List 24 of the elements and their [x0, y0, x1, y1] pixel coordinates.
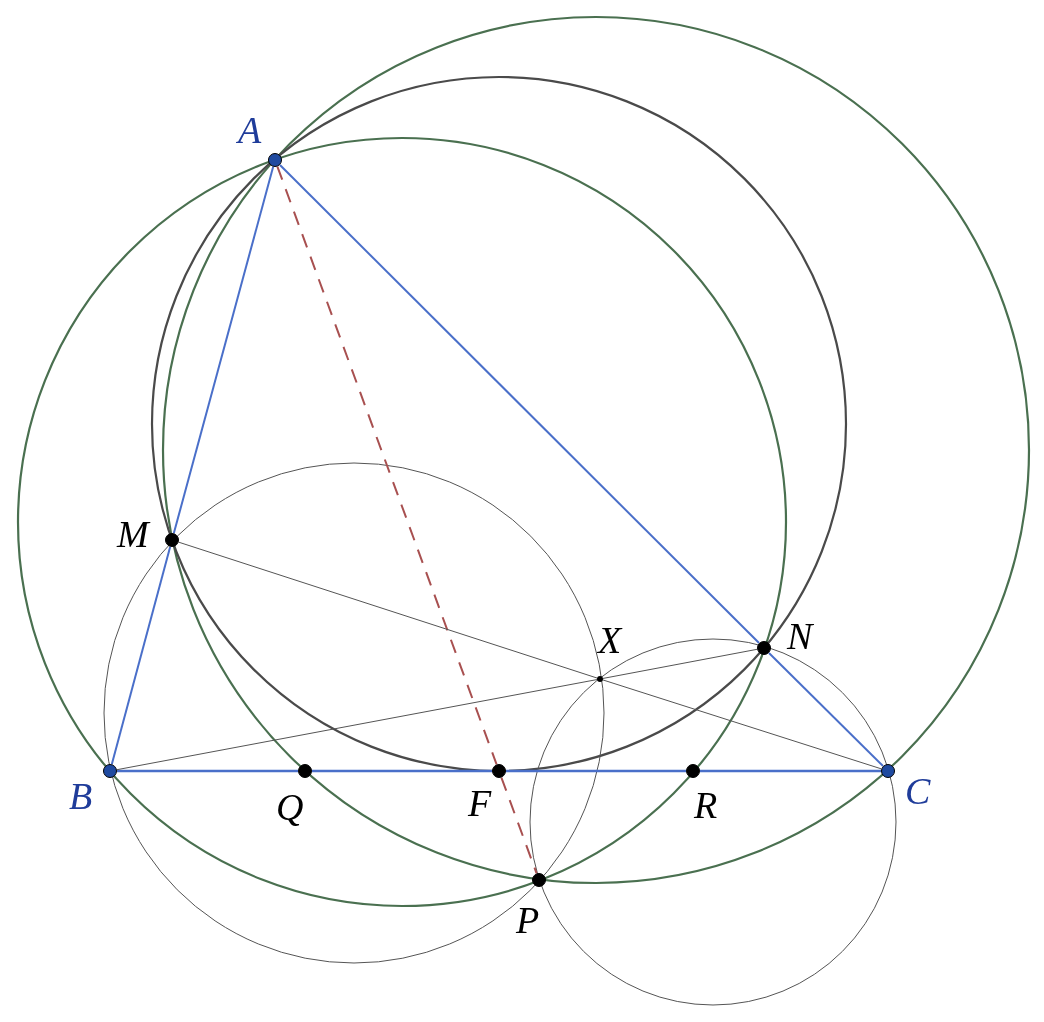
point-label: X [598, 621, 622, 659]
line-segment [312, 769, 492, 773]
line-segment [602, 679, 882, 770]
line-segment [110, 545, 172, 766]
point-label: M [117, 515, 149, 553]
dashed-line [500, 776, 538, 875]
line-segment [506, 769, 686, 773]
point-label: F [468, 784, 492, 822]
line-segment [178, 541, 598, 679]
point-label: N [787, 617, 813, 655]
point-label: A [238, 111, 262, 149]
point-label: R [694, 786, 718, 824]
line-segment [278, 163, 761, 645]
line-segment [767, 651, 885, 768]
line-segment [117, 769, 298, 773]
line-segment [172, 165, 275, 535]
point-label: C [905, 772, 931, 810]
dashed-line [276, 165, 498, 766]
point-label: Q [276, 788, 304, 826]
line-segment [602, 648, 758, 679]
point-label: B [69, 777, 93, 815]
line-segment [700, 769, 881, 773]
line-segment [116, 679, 598, 771]
point-label: P [516, 901, 540, 939]
